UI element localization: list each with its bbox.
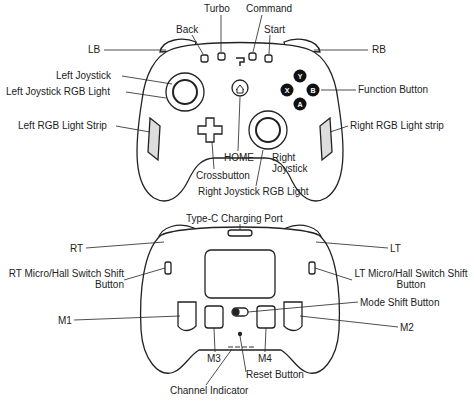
rt-shift-switch (165, 262, 171, 274)
charging-port (228, 230, 252, 236)
channel-led (235, 346, 240, 348)
command-button (249, 53, 256, 60)
mode-switch (232, 308, 248, 316)
part-label: Channel Indicator (170, 385, 248, 396)
crossbutton (198, 118, 222, 142)
leader-line (314, 50, 368, 51)
leader-line (240, 336, 246, 372)
leader-line (124, 268, 165, 280)
face-button (294, 98, 307, 111)
right-joystick-ring (249, 111, 287, 149)
channel-leds (228, 346, 254, 348)
back-panel (205, 250, 275, 298)
home-button (232, 80, 248, 96)
part-label: Function Button (358, 84, 428, 95)
part-label: LT Micro/Hall Switch Shift Button (352, 268, 470, 290)
channel-led (249, 346, 254, 348)
home-icon (236, 85, 244, 93)
part-label: LT (390, 243, 401, 254)
leader-line (238, 97, 240, 151)
part-label: Right Joystick RGB Light (198, 186, 309, 197)
leader-line (86, 242, 164, 248)
paddle-m1 (178, 302, 196, 331)
leader-line (265, 328, 266, 352)
face-button (294, 70, 307, 83)
part-label: M4 (258, 353, 272, 364)
leader-line (240, 224, 241, 230)
part-label: M2 (400, 322, 414, 333)
leader-line (192, 35, 203, 54)
leader-line (253, 15, 262, 52)
controller-back-body (141, 227, 340, 373)
leader-line (256, 150, 263, 186)
lt-shift-switch (309, 262, 315, 274)
part-label: RT (70, 243, 83, 254)
paddle-m2 (284, 302, 302, 331)
part-label: Crossbutton (196, 170, 250, 181)
bottom-controller (141, 225, 340, 373)
leader-line (300, 316, 398, 327)
part-label: RT Micro/Hall Switch Shift Button (2, 268, 124, 290)
button-m3 (205, 306, 223, 328)
part-label: LB (88, 44, 100, 55)
leader-line (316, 242, 388, 248)
face-button-letter: X (285, 87, 290, 94)
leader-line (214, 328, 215, 352)
part-label: Reset Button (246, 369, 304, 380)
leader-line (315, 268, 352, 280)
leader-line (269, 35, 270, 54)
part-label: Left Joystick (56, 70, 111, 81)
channel-led (242, 346, 247, 348)
part-label: Type-C Charging Port (186, 213, 283, 224)
leader-line (74, 316, 180, 320)
leader-line (206, 349, 232, 385)
part-label: Turbo (204, 3, 230, 14)
turbo-button (218, 53, 225, 60)
channel-led (228, 346, 233, 348)
part-label: Start (264, 24, 285, 35)
face-button (281, 84, 294, 97)
controller-body (137, 43, 343, 201)
leader-line (212, 142, 214, 169)
leader-line (116, 126, 150, 132)
start-button (265, 55, 272, 62)
mode-switch-knob (233, 309, 239, 315)
part-label: Left RGB Light Strip (18, 120, 107, 131)
face-button-letter: B (310, 87, 315, 94)
leader-line (321, 90, 356, 91)
part-label: Left Joystick RGB Light (6, 86, 110, 97)
leader-lines (74, 15, 398, 385)
leader-line (122, 76, 172, 84)
leader-line (126, 92, 166, 98)
leader-line (248, 302, 358, 312)
leader-line (104, 50, 166, 51)
left-joystick (173, 80, 197, 104)
part-label: Right Joystick (272, 152, 314, 174)
face-button-letter: Y (298, 73, 303, 80)
back-button (201, 55, 208, 62)
logo (236, 58, 244, 66)
left-joystick-ring (166, 73, 204, 111)
part-label: RB (372, 44, 386, 55)
top-controller (137, 39, 343, 201)
leader-line (221, 15, 222, 52)
leader-line (330, 126, 348, 132)
part-label: M1 (58, 315, 72, 326)
button-m4 (257, 306, 275, 328)
face-button-letter: A (297, 101, 302, 108)
right-joystick (256, 118, 280, 142)
part-label: Mode Shift Button (360, 297, 440, 308)
reset-button (239, 333, 242, 336)
part-label: Command (246, 3, 292, 14)
part-label: HOME (224, 152, 254, 163)
face-buttons (281, 70, 320, 111)
part-label: Right RGB Light strip (350, 120, 444, 131)
left-light-strip (148, 118, 160, 160)
part-label: Back (176, 24, 198, 35)
face-button (307, 84, 320, 97)
part-label: M3 (207, 353, 221, 364)
right-light-strip (320, 118, 332, 160)
